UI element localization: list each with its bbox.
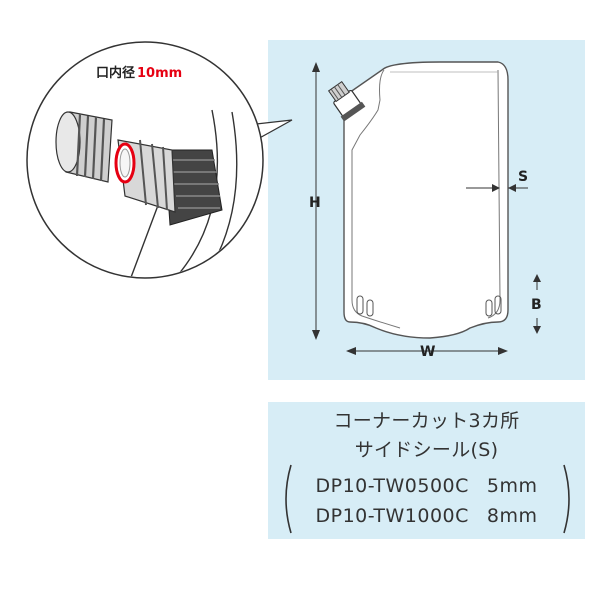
model-code: DP10-TW1000C (315, 505, 469, 527)
bottom-dimension (533, 274, 541, 334)
spout-closeup (26, 41, 264, 279)
height-label: H (309, 195, 321, 211)
side-seal-label: S (518, 169, 528, 185)
model-row: DP10-TW0500C 5mm (268, 475, 585, 497)
width-label: W (420, 344, 435, 360)
side-seal-text: サイドシール(S) (354, 439, 499, 461)
right-parenthesis (563, 464, 570, 534)
model-row: DP10-TW1000C 8mm (268, 505, 585, 527)
pouch-outline (327, 61, 509, 339)
spout-mini (327, 80, 366, 122)
spec-panel (268, 402, 585, 539)
corner-cut-text: コーナーカット3カ所 (333, 410, 520, 432)
seal-width: 8mm (486, 505, 538, 527)
seal-width: 5mm (486, 475, 538, 497)
model-code: DP10-TW0500C (315, 475, 469, 497)
width-dimension (346, 347, 508, 355)
bottom-label: B (531, 297, 542, 313)
side-seal-dimension (466, 184, 528, 192)
left-parenthesis (285, 464, 292, 534)
height-dimension (312, 62, 320, 340)
